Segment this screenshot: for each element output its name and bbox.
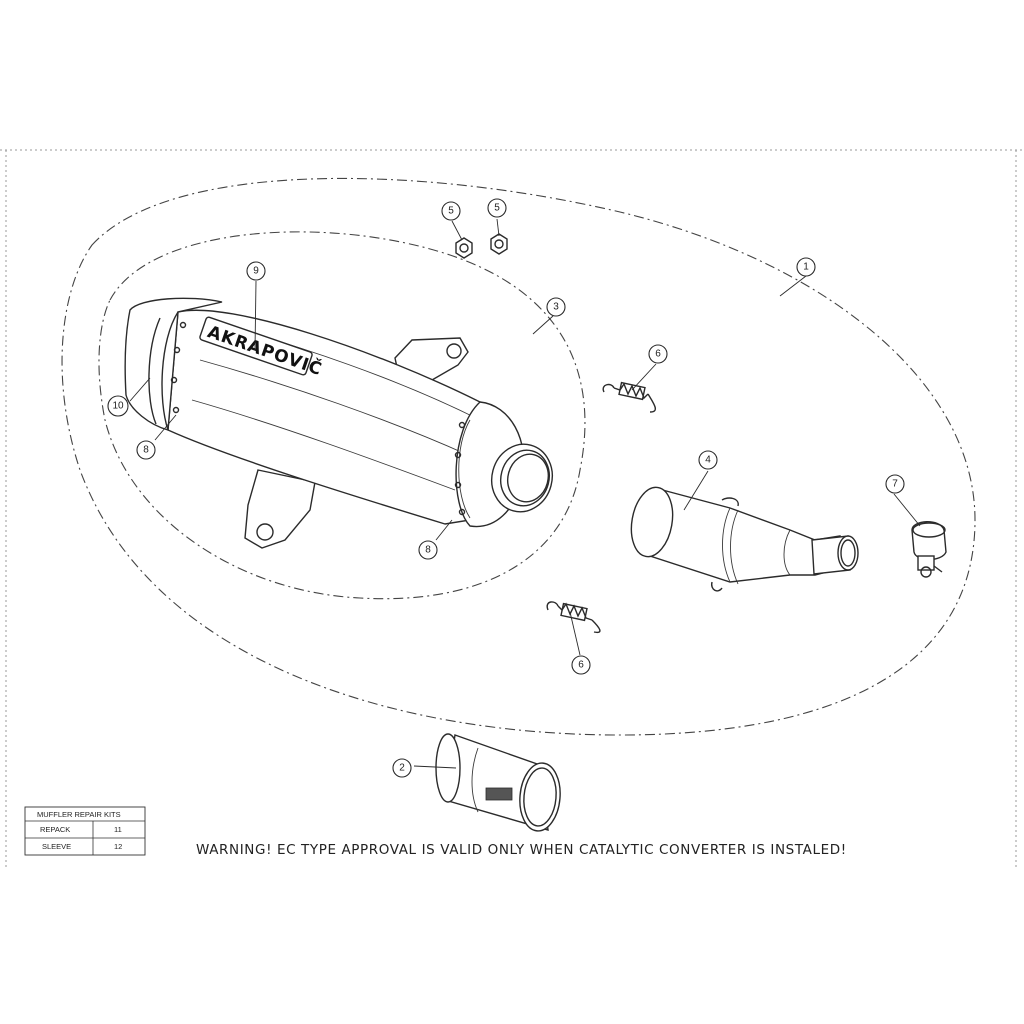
muffler-boundary-inner: [98, 231, 586, 600]
callout-10: 10: [107, 395, 129, 417]
callout-9-label: 9: [253, 266, 259, 277]
callout-6a-label: 6: [655, 349, 661, 360]
callout-3: 3: [546, 297, 566, 317]
callout-8b-label: 8: [425, 545, 431, 556]
spring-lower: [546, 601, 601, 634]
muffler-body: [124, 297, 553, 549]
warning-text: WARNING! EC TYPE APPROVAL IS VALID ONLY …: [196, 842, 847, 858]
callout-4-label: 4: [705, 455, 711, 466]
callout-2: 2: [392, 758, 412, 778]
leader-lines: [129, 218, 921, 769]
spring-upper: [602, 381, 657, 413]
callout-7-label: 7: [892, 479, 898, 490]
repair-kit-number: 12: [114, 842, 122, 851]
nut-left: [455, 237, 473, 259]
callout-5b: 5: [487, 198, 507, 218]
callout-3-label: 3: [553, 302, 559, 313]
callout-8a: 8: [136, 440, 156, 460]
clamp: [911, 521, 947, 578]
repair-kits-table: MUFFLER REPAIR KITS REPACK 11 SLEEVE 12: [24, 806, 146, 856]
callout-5b-label: 5: [494, 203, 500, 214]
nut-right: [490, 233, 508, 255]
callout-8b: 8: [418, 540, 438, 560]
callout-6a: 6: [648, 344, 668, 364]
callout-4: 4: [698, 450, 718, 470]
callout-7: 7: [885, 474, 905, 494]
callout-9: 9: [246, 261, 266, 281]
callout-5a-label: 5: [448, 206, 454, 217]
muffler-sleeve: [435, 733, 561, 832]
repair-kit-name: SLEEVE: [42, 842, 71, 851]
callout-10-label: 10: [112, 401, 124, 412]
link-pipe-catalyst: [630, 486, 859, 592]
callout-5a: 5: [441, 201, 461, 221]
repair-kit-name: REPACK: [40, 825, 70, 834]
callout-6b-label: 6: [578, 660, 584, 671]
repair-kits-title: MUFFLER REPAIR KITS: [37, 810, 121, 819]
drawing-frame: [0, 149, 1024, 870]
callout-8a-label: 8: [143, 445, 149, 456]
callout-1-label: 1: [803, 262, 809, 273]
repair-kit-number: 11: [114, 825, 122, 834]
callout-1: 1: [796, 257, 816, 277]
callout-2-label: 2: [399, 763, 405, 774]
callout-6b: 6: [571, 655, 591, 675]
